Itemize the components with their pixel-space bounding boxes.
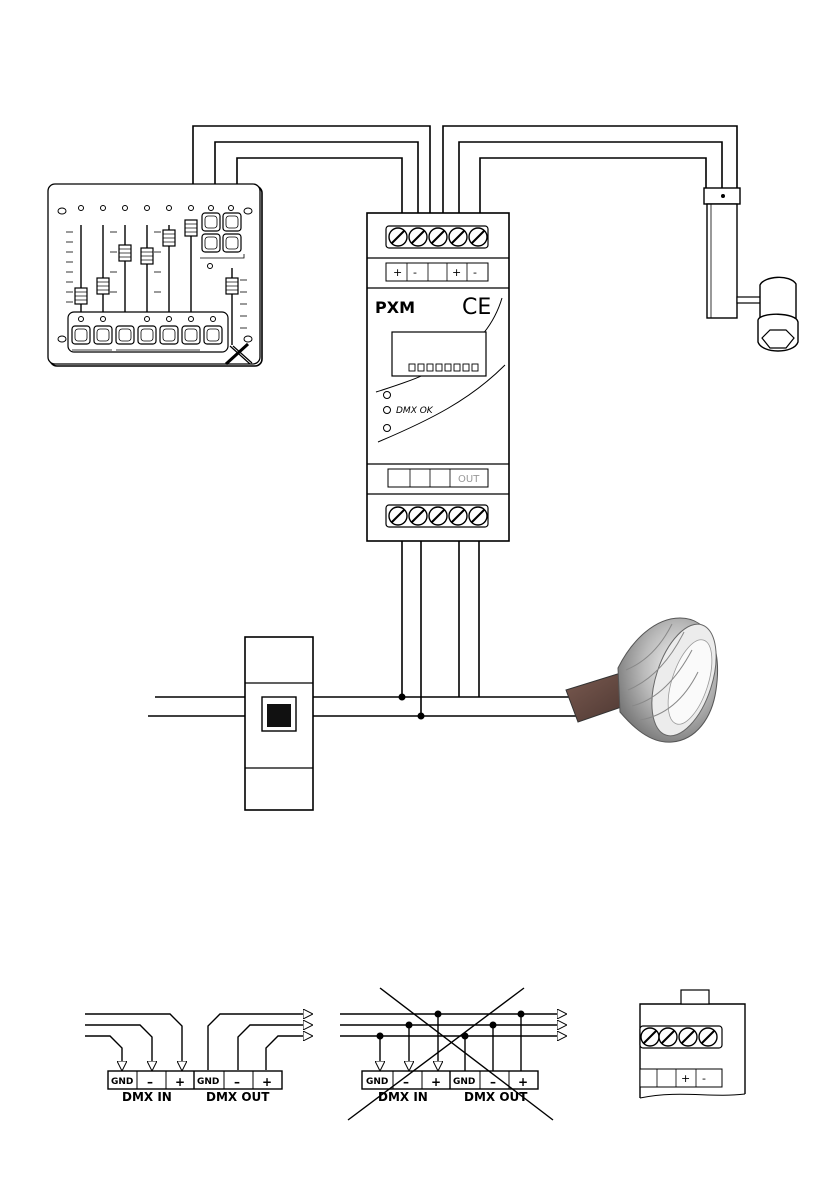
bottom-terminal-labels: OUT (388, 469, 488, 487)
junction-dot (399, 694, 406, 701)
detail-sign-minus: - (702, 1072, 706, 1085)
ce-mark: CE (462, 295, 491, 320)
d1-pin-plus-in: + (175, 1075, 185, 1089)
spotlight-cables (443, 126, 737, 216)
d1-pin-gnd-out: GND (197, 1077, 219, 1087)
d1-pin-minus-in: – (147, 1075, 153, 1089)
led-label: DMX OK (396, 406, 434, 416)
spotlight-fixture-icon (704, 188, 798, 351)
led-3 (384, 425, 391, 432)
d2-pin-gnd-in: GND (366, 1077, 388, 1087)
top-terminal-screws (386, 226, 488, 248)
d1-pin-minus-out: – (234, 1075, 240, 1089)
out-label: OUT (458, 474, 480, 485)
d2-pin-plus-out: + (518, 1075, 528, 1089)
connector-diagram-correct: GND – + GND – + DMX IN DMX OUT (85, 1014, 312, 1104)
top-sign-1: + (393, 266, 402, 279)
d1-pin-plus-out: + (262, 1075, 272, 1089)
terminal-detail: + - (640, 990, 745, 1098)
power-wires (148, 541, 580, 716)
junction-dot (418, 713, 425, 720)
d2-pin-minus-out: – (490, 1075, 496, 1089)
top-terminal-labels: + - + - (386, 263, 488, 281)
led-dmx-ok (384, 407, 391, 414)
pxm-dmx-module-icon: + - + - PXM CE DMX OK OUT (367, 213, 509, 541)
top-sign-2: - (413, 266, 417, 279)
d1-pin-gnd-in: GND (111, 1077, 133, 1087)
led-1 (384, 392, 391, 399)
connector-diagram-incorrect: GND – + GND – + DMX IN DMX OUT (340, 988, 566, 1120)
device-logo: PXM (375, 298, 415, 317)
d1-group-dmx-out: DMX OUT (206, 1090, 270, 1104)
fader-console-icon (48, 184, 262, 366)
detail-sign-plus: + (681, 1072, 690, 1085)
top-sign-3: + (452, 266, 461, 279)
d2-group-dmx-out: DMX OUT (464, 1090, 528, 1104)
d2-pin-plus-in: + (431, 1075, 441, 1089)
top-sign-4: - (473, 266, 477, 279)
power-supply-icon (245, 637, 313, 810)
d2-pin-gnd-out: GND (453, 1077, 475, 1087)
bottom-terminal-screws (386, 505, 488, 527)
halogen-bulb-icon (566, 616, 729, 744)
d1-group-dmx-in: DMX IN (122, 1090, 172, 1104)
